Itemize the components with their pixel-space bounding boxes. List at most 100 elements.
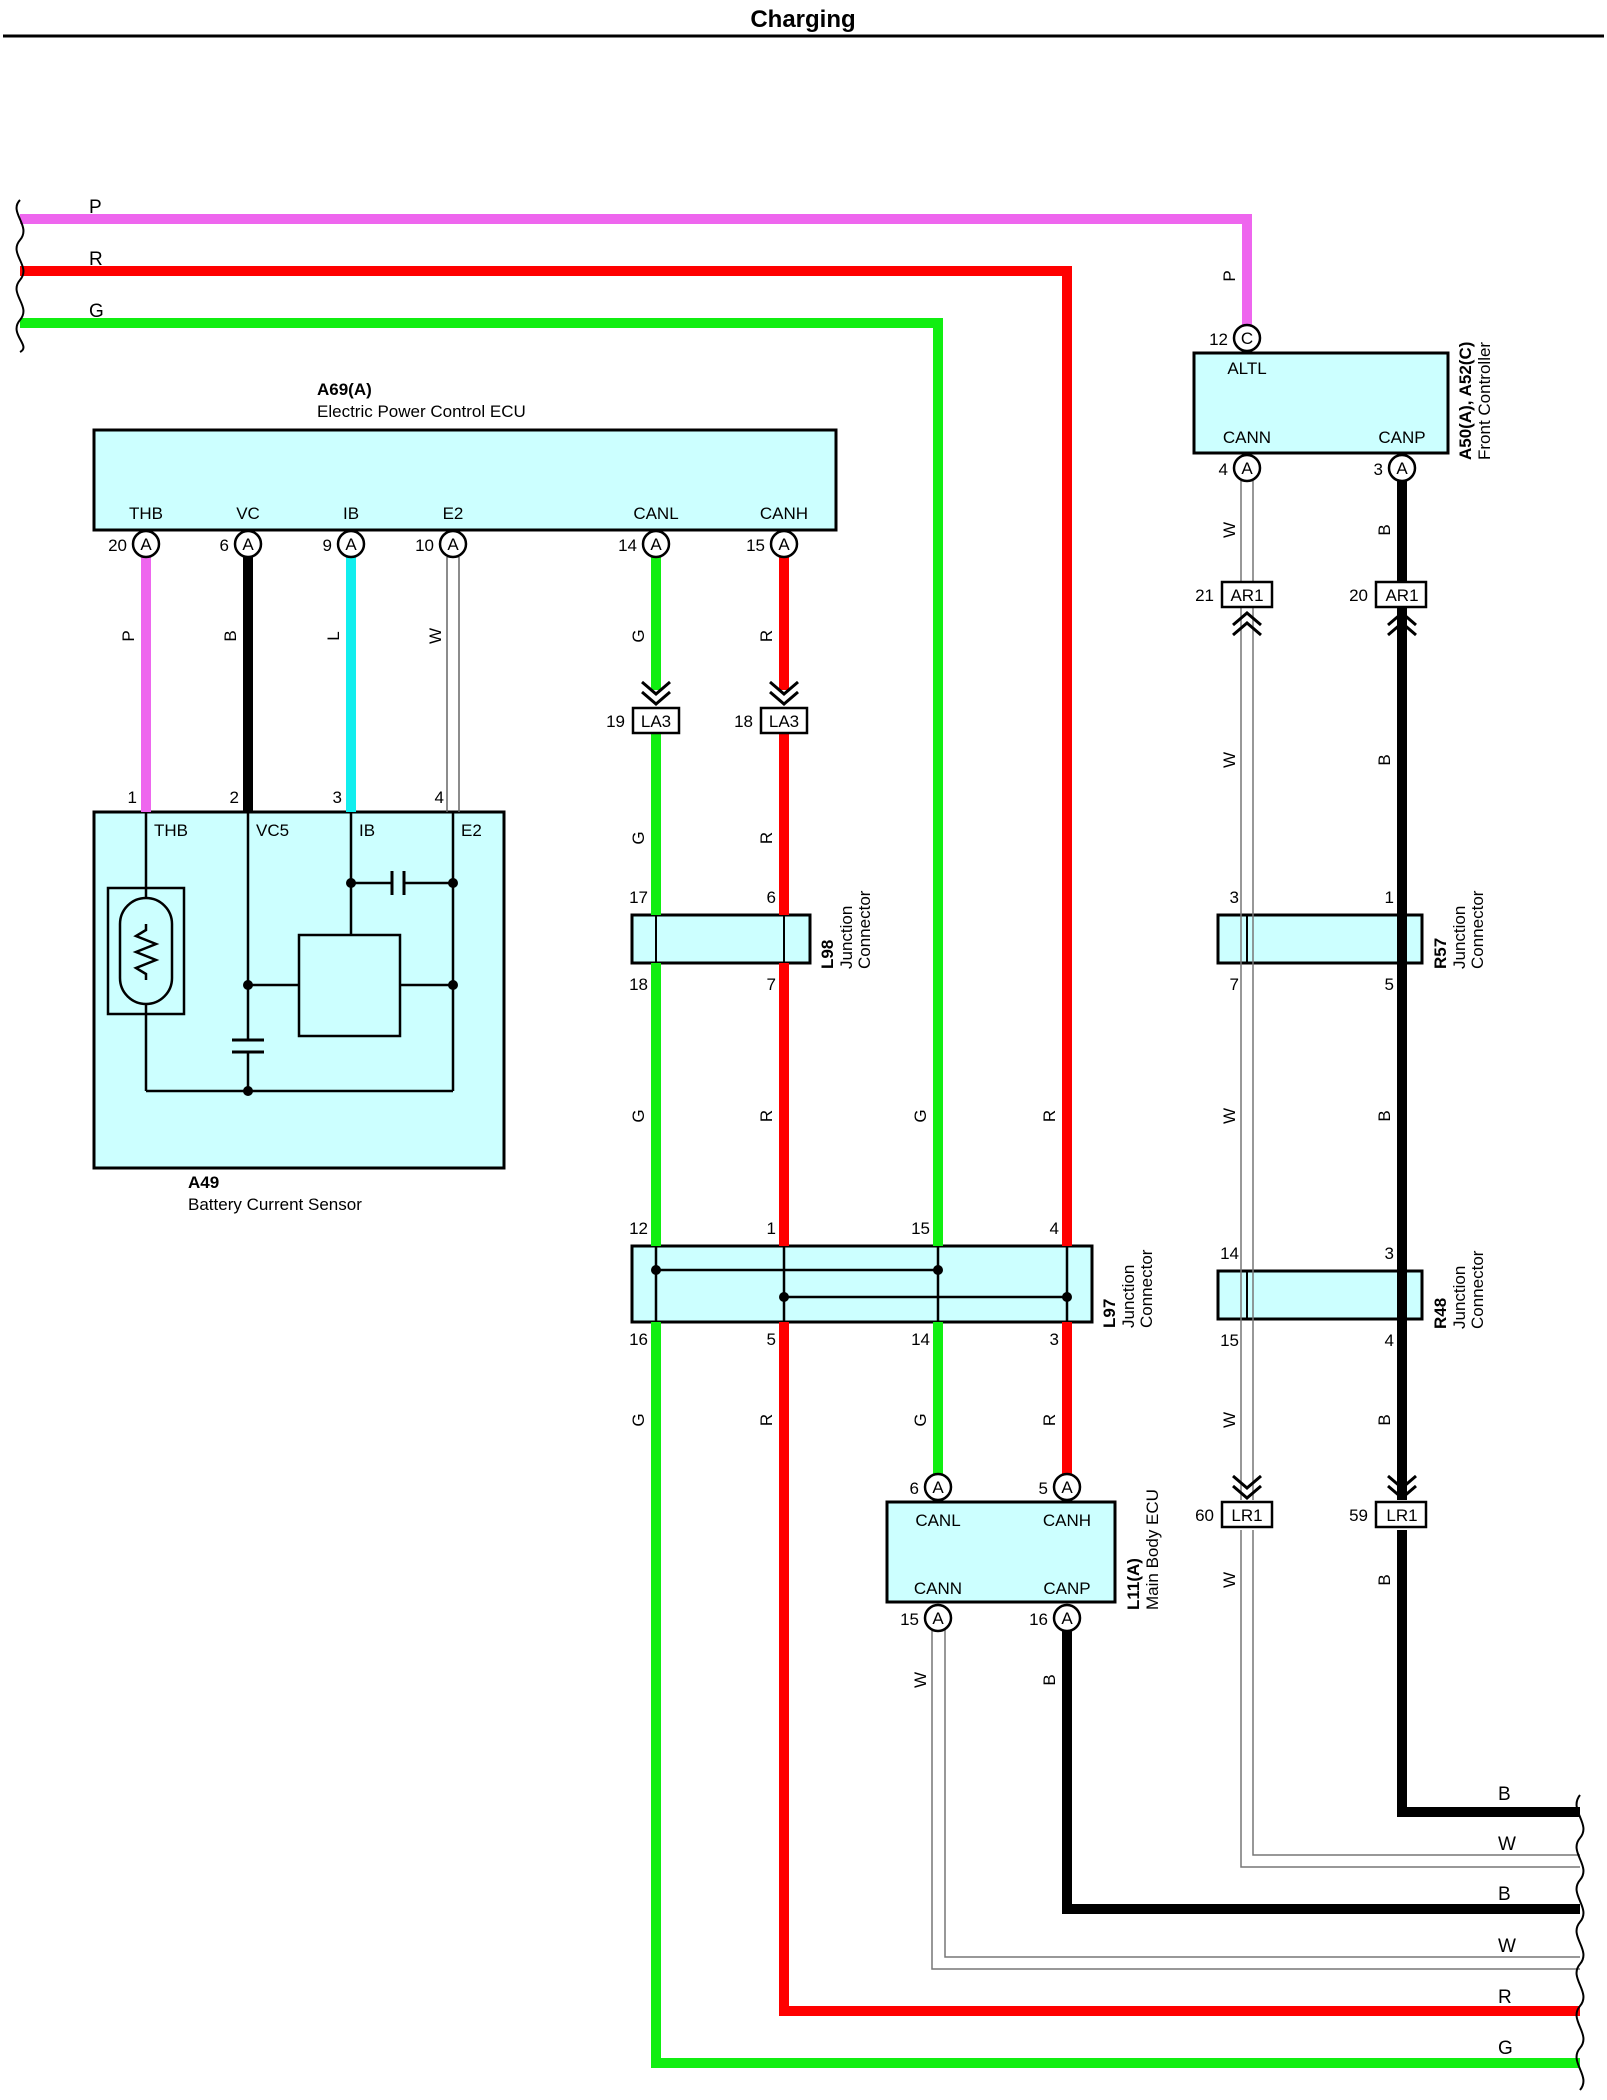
wire-g-top [20,318,943,1246]
connector-circle [923,1603,953,1633]
pin-number: 1 [767,1219,776,1238]
junction-id: R48 [1431,1298,1450,1329]
connector-circle [131,529,161,559]
junction-id: R57 [1431,938,1450,969]
wire-label-right: W [1498,1834,1516,1855]
junction-label: Connector [1468,890,1487,969]
pin-label: VC [236,504,260,523]
pin-label: E2 [461,821,482,840]
junction-label: Junction [1119,1265,1138,1328]
pin-number: 3 [1230,888,1239,907]
wire-color-label: R [757,1110,776,1122]
sensor-a49: 1 2 3 4 THB VC5 IB E2 [106,788,482,1214]
wire-color-label: W [911,1672,930,1688]
pin-number: 15 [900,1610,919,1629]
wire-color-label: B [1375,1414,1394,1425]
r57-junction: 3 1 7 5 R57 Junction Connector [1230,888,1487,994]
pin-number: 18 [734,712,753,731]
junction-label: Junction [1450,1266,1469,1329]
pin-number: 14 [1220,1244,1239,1263]
ecu-a69-pins: THB VC IB E2 CANL CANH 20 6 9 10 14 15 A… [108,504,808,559]
lr1-tag [1220,1500,1274,1529]
ecu-a50-id: A50(A), A52(C) [1456,342,1475,460]
pin-number: 18 [629,975,648,994]
wire-color-label: B [1375,524,1394,535]
pin-number: 4 [1219,460,1228,479]
pin-label: E2 [443,504,464,523]
pin-label: IB [359,821,375,840]
connector-name: LR1 [1386,1506,1417,1525]
wire-label-right: R [1498,1987,1512,2008]
connector-letter: A [1061,1478,1073,1497]
wire-b-l11 [1062,1630,1580,1914]
lr1-connector: LR1 LR1 60 59 [1195,1474,1428,1529]
connector-circle [1232,453,1262,483]
r48-box [1216,1269,1424,1321]
connector-letter: A [1396,459,1408,478]
connector-letter: A [242,535,254,554]
junction-label: Junction [837,906,856,969]
ecu-a50-box [1192,351,1450,455]
ecu-a69-name: Electric Power Control ECU [317,402,526,421]
wire-label-g: G [89,301,104,322]
pin-number: 3 [1374,460,1383,479]
junction-label: Connector [1468,1250,1487,1329]
pin-number: 3 [1385,1244,1394,1263]
break-right [1575,1794,1585,2091]
ecu-a69-id: A69(A) [317,380,372,399]
wire-r-bottom [779,1322,1580,2016]
pin-label: CANP [1378,428,1425,447]
connector-letter: A [345,535,357,554]
wire-label-p: P [89,197,102,218]
ecu-l11: A A 6 5 CANL CANH CANN CANP A A 15 16 L1… [900,1472,1162,1633]
pin-number: 14 [618,536,637,555]
wire-label-right: W [1498,1936,1516,1957]
connector-circle [336,529,366,559]
connector-circle [1052,1603,1082,1633]
break-left [15,199,25,353]
pin-number: 6 [220,536,229,555]
pin-number: 20 [108,536,127,555]
wire-color-label: W [1220,1572,1239,1588]
wire-label-right: B [1498,1884,1511,1905]
wire-label-r: R [89,249,103,270]
sensor-a49-name: Battery Current Sensor [188,1195,362,1214]
connector-name: AR1 [1385,586,1418,605]
sensor-junction-dots [243,878,458,1096]
pin-number: 59 [1349,1506,1368,1525]
wire-color-label: G [629,831,648,844]
pin-label: THB [129,504,163,523]
connector-circle [438,529,468,559]
connector-circle [1232,323,1262,353]
la3-connector: LA3 LA3 19 18 [606,680,809,735]
pin-label: ALTL [1227,359,1266,378]
pin-number: 6 [910,1479,919,1498]
connector-letter: A [140,535,152,554]
connector-letter: A [447,535,459,554]
wire-b-lr1 [1397,1530,1580,1817]
la3-tag [759,706,809,735]
pin-number: 6 [767,888,776,907]
wire-color-label: B [221,630,240,641]
pin-number: 12 [1209,330,1228,349]
wire-w-lr1-a [1240,1530,1580,1868]
wire-w-l11-b [944,1630,1580,1958]
pin-label: CANH [760,504,808,523]
pin-number: 4 [435,788,444,807]
wire-color-label: R [1040,1110,1059,1122]
wire-color-label: G [629,1109,648,1122]
wire-color-label: R [1040,1414,1059,1426]
connector-name: LA3 [769,712,799,731]
wire-color-label: W [1220,1412,1239,1428]
wire-color-label: B [1375,1574,1394,1585]
pin-number: 1 [1385,888,1394,907]
pin-number: 14 [911,1330,930,1349]
pin-label: CANL [633,504,678,523]
wire-r-top [20,266,1072,1246]
pin-number: 3 [333,788,342,807]
wire-color-label: G [629,629,648,642]
pin-number: 15 [746,536,765,555]
pin-number: 4 [1050,1219,1059,1238]
wire-color-label: G [629,1413,648,1426]
